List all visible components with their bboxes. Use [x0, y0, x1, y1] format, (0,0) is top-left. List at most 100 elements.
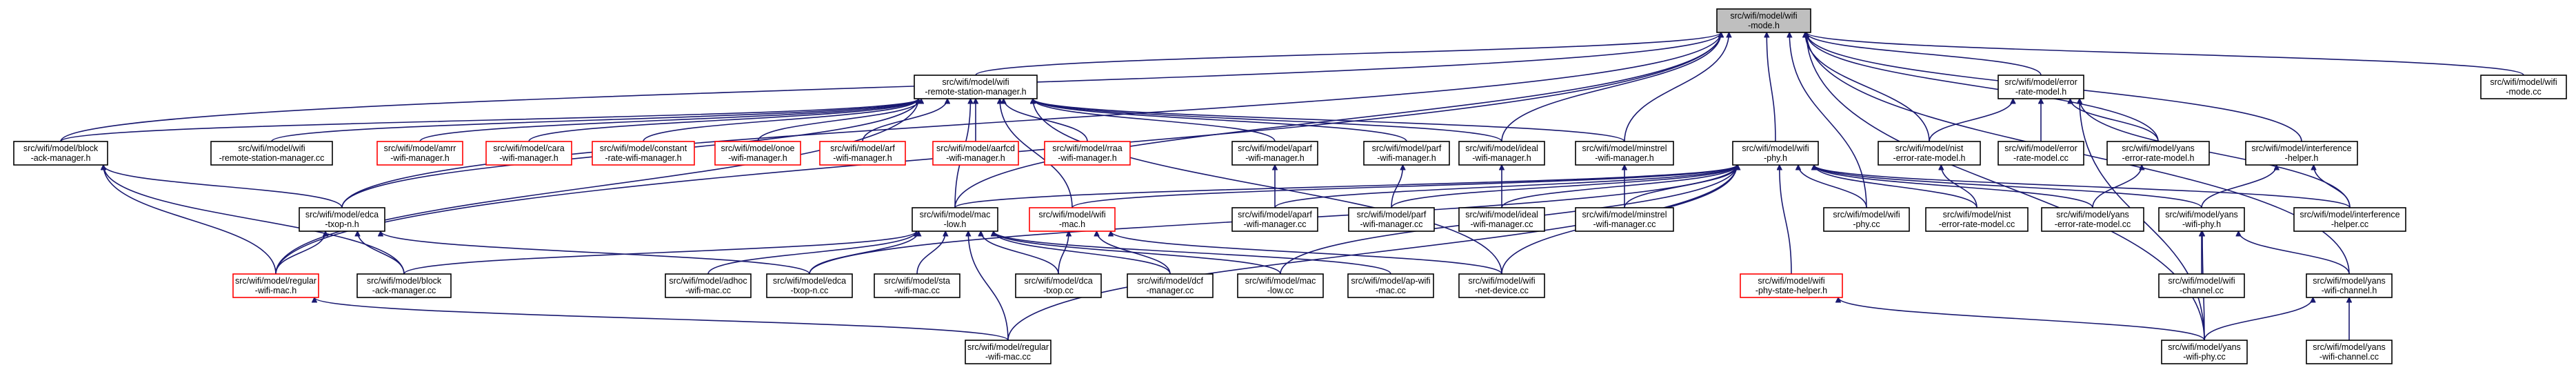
node-maclow-h[interactable]: src/wifi/model/mac-low.h [912, 207, 998, 232]
node-regular-h[interactable]: src/wifi/model/regular-wifi-mac.h [232, 273, 319, 298]
node-rraa-h[interactable]: src/wifi/model/rraa-wifi-manager.h [1044, 141, 1131, 166]
node-interf-cc[interactable]: src/wifi/model/interference-helper.cc [2293, 207, 2406, 232]
node-label-rsm-h-line1: src/wifi/model/wifi [942, 77, 1009, 87]
node-onoe-h[interactable]: src/wifi/model/onoe-wifi-manager.h [714, 141, 801, 166]
node-yanserr-cc[interactable]: src/wifi/model/yans-error-rate-model.cc [2041, 207, 2144, 232]
node-phy-h[interactable]: src/wifi/model/wifi-phy.h [1732, 141, 1819, 166]
node-blockack-cc[interactable]: src/wifi/model/block-ack-manager.cc [356, 273, 452, 298]
node-label-channel-cc-line1: src/wifi/model/wifi [2168, 276, 2235, 286]
node-dcatxop-h[interactable]: src/wifi/model/edca-txop-n.h [299, 207, 385, 232]
edge-yansphy-h-to-interf-h [2201, 165, 2277, 208]
node-label-yanschan-h-line2: -wifi-channel.h [2322, 286, 2377, 295]
node-box-minstrel-cc [1575, 207, 1674, 232]
node-box-yanschan-cc [2306, 340, 2393, 364]
edge-blockack-h-to-rsm-h [60, 98, 918, 142]
node-mode-cc[interactable]: src/wifi/model/wifi-mode.cc [2480, 75, 2567, 99]
node-aparf-h[interactable]: src/wifi/model/aparf-wifi-manager.h [1231, 141, 1318, 166]
node-yanschan-cc[interactable]: src/wifi/model/yans-wifi-channel.cc [2306, 340, 2393, 364]
node-parf-cc[interactable]: src/wifi/model/parf-wifi-manager.cc [1348, 207, 1435, 232]
node-wifimac-h[interactable]: src/wifi/model/wifi-mac.h [1029, 207, 1116, 232]
node-minstrel-cc[interactable]: src/wifi/model/minstrel-wifi-manager.cc [1575, 207, 1674, 232]
edge-parf-h-to-rsm-h [1033, 99, 1407, 142]
node-parf-h[interactable]: src/wifi/model/parf-wifi-manager.h [1363, 141, 1450, 166]
node-yansphy-h[interactable]: src/wifi/model/yans-wifi-phy.h [2158, 207, 2245, 232]
node-adhoc-cc[interactable]: src/wifi/model/adhoc-wifi-mac.cc [665, 273, 752, 298]
node-label-mode-cc-line2: -mode.cc [2506, 87, 2541, 97]
node-label-regular-h-line1: src/wifi/model/regular [235, 276, 316, 286]
node-blockack-h[interactable]: src/wifi/model/block-ack-manager.h [13, 141, 108, 166]
node-yanschan-h[interactable]: src/wifi/model/yans-wifi-channel.h [2306, 273, 2393, 298]
node-yanserr-h[interactable]: src/wifi/model/yans-error-rate-model.h [2106, 141, 2210, 166]
node-box-aparf-h [1231, 141, 1318, 166]
node-label-root-line1: src/wifi/model/wifi [1730, 11, 1797, 21]
node-box-ideal-h [1458, 141, 1545, 166]
node-dcf-cc[interactable]: src/wifi/model/dcf-manager.cc [1127, 273, 1214, 298]
node-box-phy-h [1732, 141, 1819, 166]
node-nist-h[interactable]: src/wifi/model/nist-error-rate-model.h [1878, 141, 1981, 166]
edge-yansphy-h-to-phy-h [1814, 165, 2202, 208]
node-label-dcf-cc-line1: src/wifi/model/dcf [1137, 276, 1203, 286]
node-channel-cc[interactable]: src/wifi/model/wifi-channel.cc [2158, 273, 2245, 298]
node-box-onoe-h [714, 141, 801, 166]
node-minstrel-h[interactable]: src/wifi/model/minstrel-wifi-manager.h [1575, 141, 1674, 166]
node-errmodel-h[interactable]: src/wifi/model/error-rate-model.h [1998, 75, 2084, 99]
node-regular-cc[interactable]: src/wifi/model/regular-wifi-mac.cc [965, 340, 1051, 364]
node-amrr-h[interactable]: src/wifi/model/amrr-wifi-manager.h [376, 141, 463, 166]
node-interf-h[interactable]: src/wifi/model/interference-helper.h [2245, 141, 2358, 166]
node-box-yansphy-h [2158, 207, 2245, 232]
node-nist-cc[interactable]: src/wifi/model/nist-error-rate-model.cc [1925, 207, 2029, 232]
node-label-errmodel-h-line1: src/wifi/model/error [2004, 77, 2077, 87]
node-label-blockack-h-line2: -ack-manager.h [31, 153, 91, 163]
node-yansphy-cc[interactable]: src/wifi/model/yans-wifi-phy.cc [2161, 340, 2248, 364]
node-box-sta-cc [874, 273, 960, 298]
node-sta-cc[interactable]: src/wifi/model/sta-wifi-mac.cc [874, 273, 960, 298]
edge-parf-cc-to-phy-h [1391, 165, 1737, 208]
node-constant-h[interactable]: src/wifi/model/constant-rate-wifi-manage… [592, 141, 695, 166]
node-box-minstrel-h [1575, 141, 1674, 166]
node-label-sta-cc-line2: -wifi-mac.cc [894, 286, 940, 295]
node-label-phy-h-line1: src/wifi/model/wifi [1742, 144, 1809, 153]
node-ap-cc[interactable]: src/wifi/model/ap-wifi-mac.cc [1347, 273, 1434, 298]
node-edca-cc[interactable]: src/wifi/model/edca-txop-n.cc [766, 273, 853, 298]
node-box-yanserr-h [2106, 141, 2210, 166]
node-maclow-cc[interactable]: src/wifi/model/mac-low.cc [1237, 273, 1324, 298]
node-label-regular-cc-line1: src/wifi/model/regular [967, 342, 1049, 352]
node-arf-h[interactable]: src/wifi/model/arf-wifi-manager.h [819, 141, 906, 166]
node-label-yanserr-cc-line1: src/wifi/model/yans [2056, 210, 2129, 219]
edge-yanserr-h-to-root [1807, 32, 2159, 142]
node-rsm-h[interactable]: src/wifi/model/wifi-remote-station-manag… [914, 75, 1038, 99]
node-netdev-cc[interactable]: src/wifi/model/wifi-net-device.cc [1458, 273, 1545, 298]
node-label-aarfcd-h-line2: -wifi-manager.h [946, 153, 1005, 163]
edge-regular-cc-to-phy-h [1007, 165, 1737, 341]
node-label-rsm-cc-line1: src/wifi/model/wifi [238, 144, 305, 153]
edge-minstrel-h-to-root [1624, 32, 1729, 142]
edge-blockack-h-to-root [60, 32, 1721, 142]
node-errcc[interactable]: src/wifi/model/error-rate-model.cc [1998, 141, 2084, 166]
node-label-ap-cc-line2: -mac.cc [1376, 286, 1406, 295]
node-phy-cc[interactable]: src/wifi/model/wifi-phy.cc [1823, 207, 1910, 232]
node-dca-cc[interactable]: src/wifi/model/dca-txop.cc [1015, 273, 1102, 298]
node-label-phystate-h-line2: -phy-state-helper.h [1755, 286, 1827, 295]
node-label-yansphy-h-line2: -wifi-phy.h [2182, 219, 2221, 229]
node-ideal-cc[interactable]: src/wifi/model/ideal-wifi-manager.cc [1458, 207, 1545, 232]
node-label-errcc-line1: src/wifi/model/error [2004, 144, 2077, 153]
edge-rraa-h-to-rsm-h [1004, 99, 1088, 142]
node-aparf-cc[interactable]: src/wifi/model/aparf-wifi-manager.cc [1231, 207, 1318, 232]
node-label-yanserr-h-line1: src/wifi/model/yans [2122, 144, 2195, 153]
edge-phystate-h-to-phy-h [1780, 165, 1792, 275]
node-label-rraa-h-line2: -wifi-manager.h [1058, 153, 1116, 163]
node-phystate-h[interactable]: src/wifi/model/wifi-phy-state-helper.h [1740, 273, 1843, 298]
node-ideal-h[interactable]: src/wifi/model/ideal-wifi-manager.h [1458, 141, 1545, 166]
node-box-aparf-cc [1231, 207, 1318, 232]
node-label-dcf-cc-line2: -manager.cc [1147, 286, 1194, 295]
node-root[interactable]: src/wifi/model/wifi-mode.h [1716, 8, 1811, 33]
edge-aparf-cc-to-phy-h [1274, 164, 1737, 208]
node-rsm-cc[interactable]: src/wifi/model/wifi-remote-station-manag… [210, 141, 333, 166]
node-cara-h[interactable]: src/wifi/model/cara-wifi-manager.h [485, 141, 572, 166]
node-label-nist-cc-line2: -error-rate-model.cc [1939, 219, 2015, 229]
node-aarfcd-h[interactable]: src/wifi/model/aarfcd-wifi-manager.h [932, 141, 1019, 166]
edge-dcatxop-h-to-root [341, 32, 1721, 208]
edge-nist-h-to-errmodel-h [1929, 99, 2013, 142]
node-box-adhoc-cc [665, 273, 752, 298]
edge-regular-h-to-dcatxop-h [275, 231, 325, 275]
